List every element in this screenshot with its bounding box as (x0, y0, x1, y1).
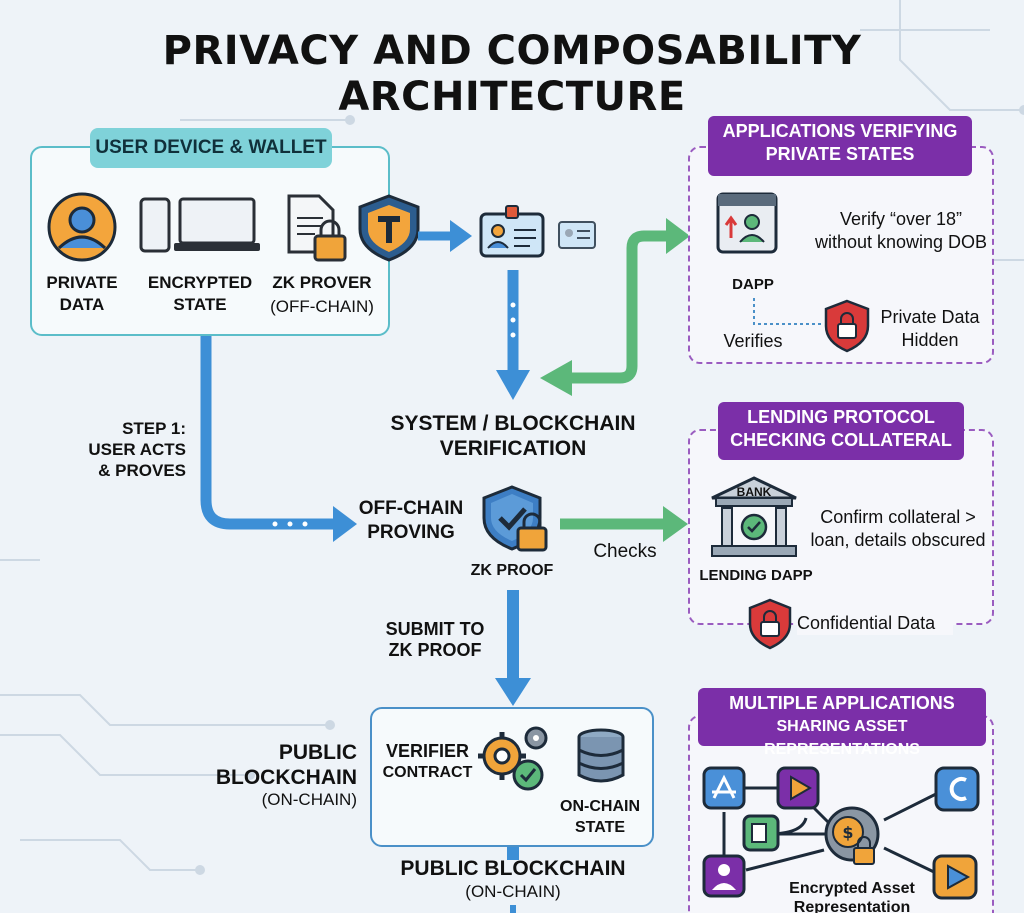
dapp-browser-icon (716, 192, 778, 254)
lending-dapp-label: LENDING DAPP (699, 567, 813, 584)
user-avatar-icon (47, 192, 117, 262)
lending-description: Confirm collateral > loan, details obscu… (810, 507, 986, 550)
system-verification-label: SYSTEM / BLOCKCHAIN VERIFICATION (390, 412, 636, 460)
page-title: PRIVACY AND COMPOSABILITY ARCHITECTURE (162, 28, 862, 120)
public-blockchain-left-sublabel: (ON-CHAIN) (261, 790, 357, 809)
confidential-shield-icon (748, 598, 792, 650)
public-blockchain-left-label: PUBLIC BLOCKCHAIN (215, 741, 357, 789)
dotted-connector (753, 298, 824, 325)
public-blockchain-bottom-label: PUBLIC BLOCKCHAIN (400, 857, 626, 880)
verifies-label: Verifies (723, 331, 783, 351)
encrypted-asset-label: Encrypted Asset Representation (789, 880, 915, 913)
gears-check-icon (478, 726, 548, 791)
zk-proof-shield-icon (482, 485, 548, 552)
zk-prover-sublabel: (OFF-CHAIN) (270, 297, 374, 316)
devices-icon (139, 197, 260, 253)
red-shield-lock-icon (824, 299, 870, 353)
step1-label: STEP 1: USER ACTS & PROVES (88, 419, 186, 480)
onchain-state-label: ON-CHAIN STATE (560, 798, 640, 836)
lending-panel (688, 429, 994, 625)
asset-network-diagram: $ (702, 766, 980, 900)
private-data-hidden-label: Private Data Hidden (880, 307, 980, 350)
zk-prover-label: ZK PROVER (272, 273, 372, 292)
bank-label: BANK (736, 485, 772, 499)
apps-verifying-header: APPLICATIONS VERIFYING PRIVATE STATES (708, 116, 972, 176)
bank-icon (711, 476, 797, 557)
encrypted-state-label: ENCRYPTED STATE (147, 273, 253, 314)
small-id-card-icon (558, 221, 596, 249)
public-blockchain-bottom-sublabel: (ON-CHAIN) (465, 882, 561, 901)
id-card-icon (479, 205, 545, 258)
zk-shield-icon (358, 194, 420, 262)
verifier-contract-label: VERIFIER CONTRACT (382, 741, 473, 781)
database-icon (577, 728, 625, 783)
zk-proof-label: ZK PROOF (470, 562, 554, 579)
offchain-proving-label: OFF-CHAIN PROVING (358, 498, 464, 543)
private-data-label: PRIVATE DATA (46, 273, 118, 314)
multiple-apps-header: MULTIPLE APPLICATIONS SHARING ASSET REPR… (698, 688, 986, 758)
user-device-header: USER DEVICE & WALLET (90, 128, 332, 168)
apps-verifying-description: Verify “over 18” without knowing DOB (814, 209, 988, 252)
submit-label: SUBMIT TO ZK PROOF (385, 619, 485, 660)
checks-label: Checks (593, 541, 657, 562)
confidential-data-label: Confidential Data (797, 612, 953, 635)
document-lock-icon (287, 194, 347, 262)
svg-text:$: $ (842, 823, 853, 842)
dapp-label: DAPP (732, 276, 774, 293)
lending-header: LENDING PROTOCOL CHECKING COLLATERAL (718, 402, 964, 460)
